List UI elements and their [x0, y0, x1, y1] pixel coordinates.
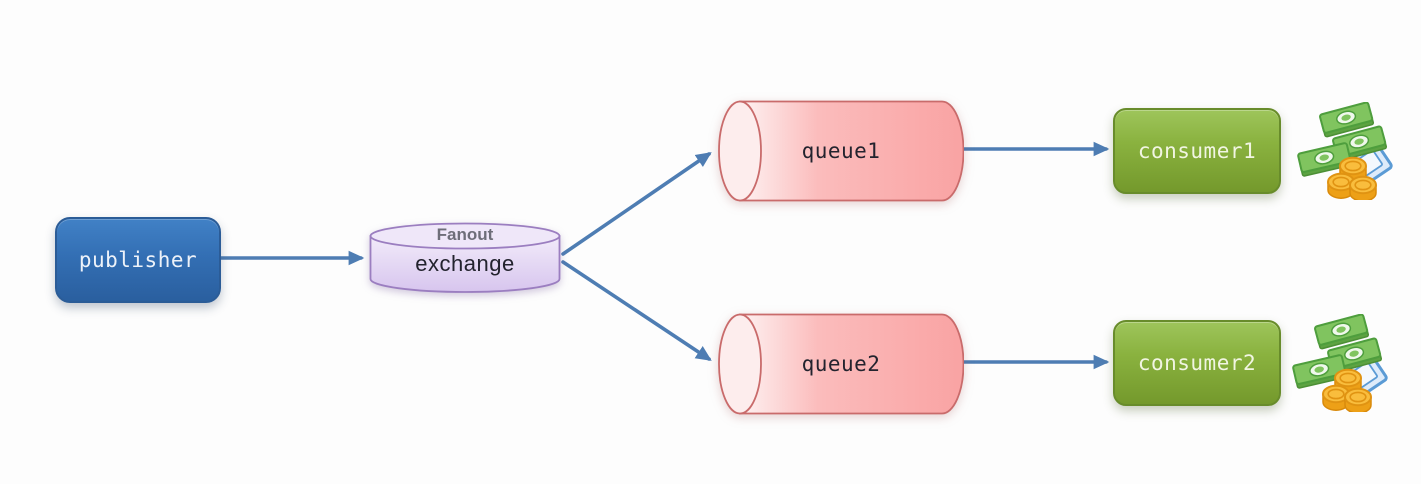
node-publisher: publisher	[55, 217, 221, 303]
node-consumer2: consumer2	[1113, 320, 1281, 406]
queue2-cylinder-shape	[718, 313, 964, 415]
node-queue1: queue1	[718, 100, 964, 202]
node-queue2: queue2	[718, 313, 964, 415]
queue2-label: queue2	[801, 352, 881, 376]
money-icon	[1292, 314, 1388, 412]
node-consumer1: consumer1	[1113, 108, 1281, 194]
edge-exchange-to-queue2	[561, 260, 712, 361]
consumer1-label: consumer1	[1137, 139, 1257, 163]
queue1-cylinder-shape	[718, 100, 964, 202]
publisher-label: publisher	[78, 248, 198, 272]
exchange-label: exchange	[415, 251, 515, 276]
consumer2-label: consumer2	[1137, 351, 1257, 375]
exchange-cylinder-shape	[369, 222, 561, 293]
money-icon	[1297, 102, 1393, 200]
node-exchange: Fanout exchange	[369, 222, 561, 294]
queue1-label: queue1	[801, 139, 881, 163]
edge-exchange-to-queue1	[561, 152, 712, 256]
exchange-type-label: Fanout	[436, 225, 494, 244]
